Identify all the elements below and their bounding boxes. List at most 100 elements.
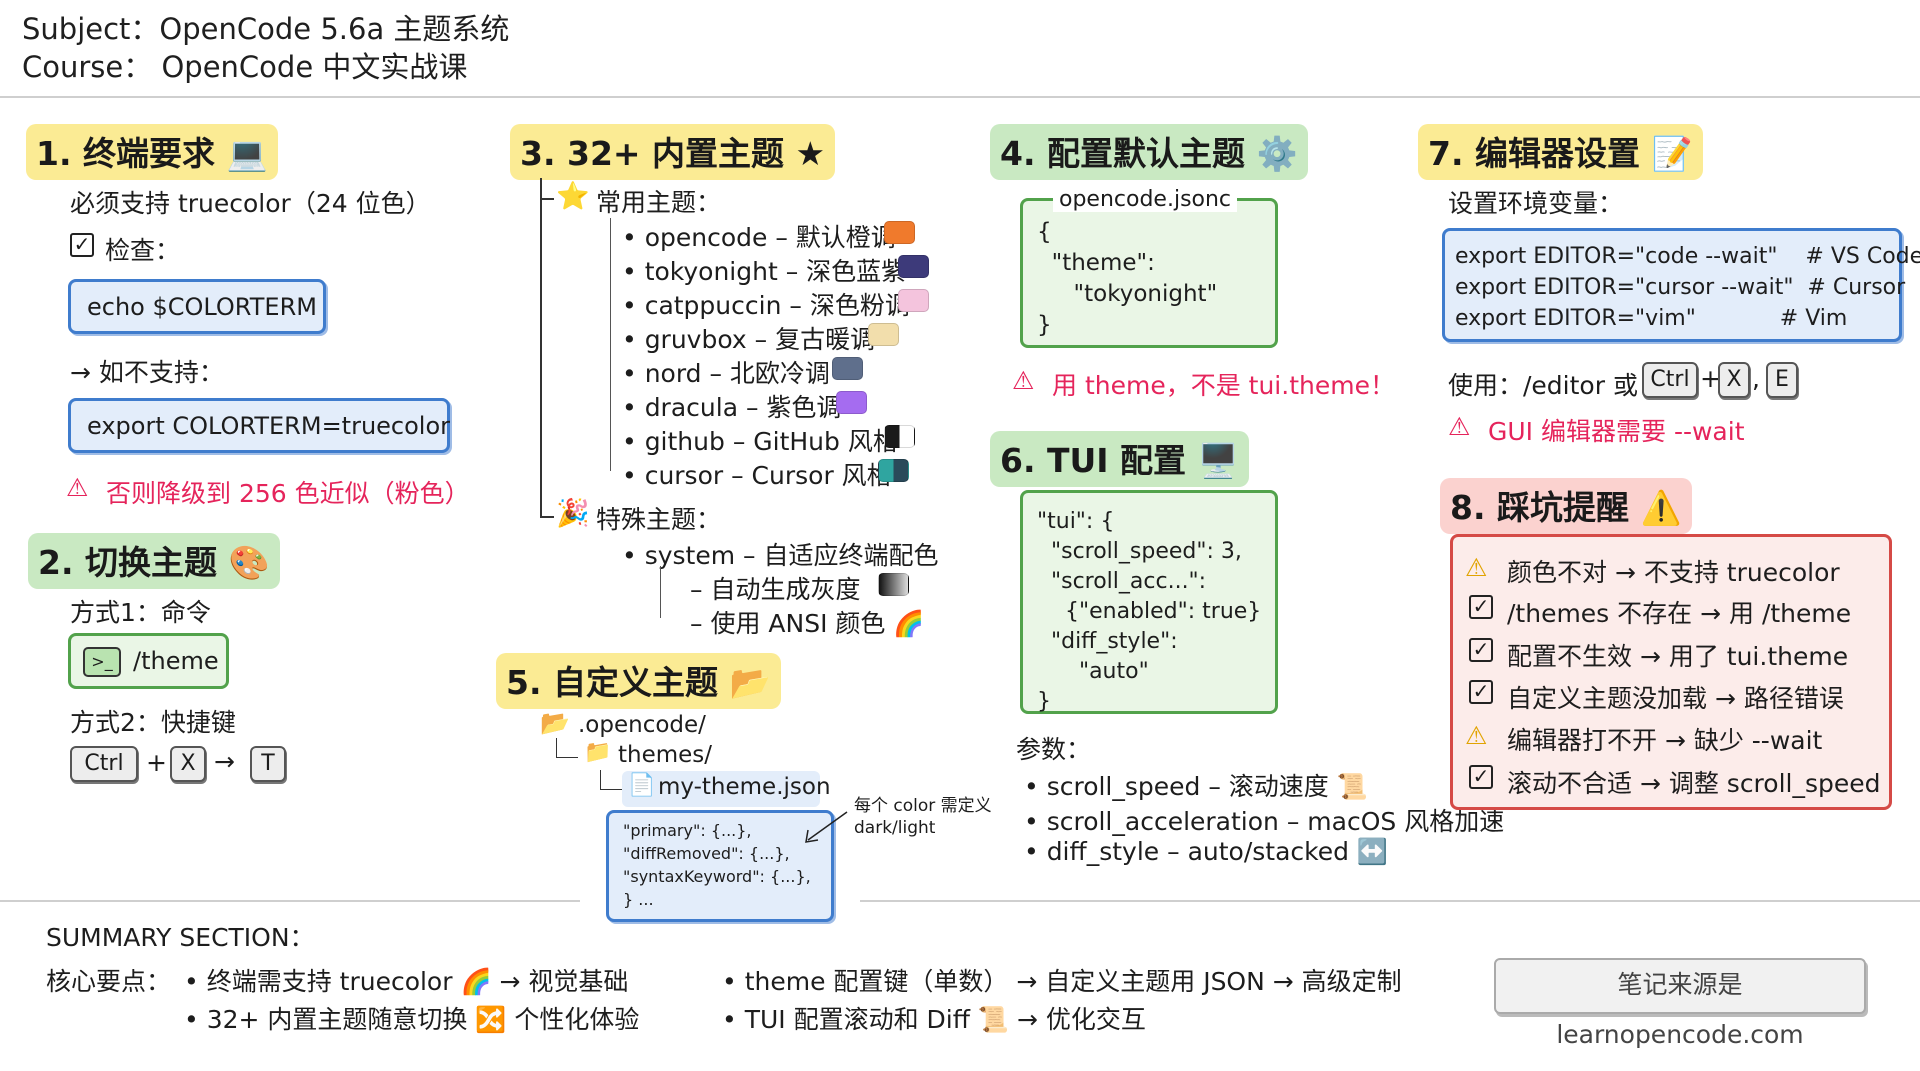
- theme-item: • cursor – Cursor 风格: [622, 461, 892, 490]
- plus-sign: +: [1700, 364, 1721, 393]
- section-5-title: 5. 自定义主题 📂: [496, 653, 781, 709]
- section-2-title: 2. 切换主题 🎨: [28, 533, 280, 589]
- folder-tree-branch: [556, 757, 578, 758]
- param-item: • scroll_speed – 滚动速度 📜: [1024, 772, 1368, 801]
- check-icon: ✓: [1469, 680, 1493, 704]
- truecolor-requirement: 必须支持 truecolor（24 位色）: [70, 189, 431, 218]
- theme-json-file: my-theme.json: [658, 774, 831, 800]
- themes-folder: themes/: [618, 742, 713, 768]
- theme-swatch: [832, 357, 863, 380]
- theme-config-code: { "theme": "tokyonight" }: [1037, 219, 1218, 338]
- check-label: 检查：: [105, 236, 181, 265]
- theme-json-code: "primary": {...}, "diffRemoved": {...}, …: [623, 821, 811, 909]
- section-8-title: 8. 踩坑提醒 ⚠️: [1440, 478, 1692, 534]
- warning-icon: ⚠: [1012, 366, 1035, 395]
- plus-sign: +: [146, 748, 167, 777]
- section-3-title: 3. 32+ 内置主题 ★: [510, 124, 836, 180]
- pitfall-item: 颜色不对 → 不支持 truecolor: [1507, 558, 1840, 587]
- theme-swatch: [884, 425, 915, 448]
- folder-icon: 📂: [540, 709, 570, 737]
- section-1-title: 1. 终端要求 💻: [26, 124, 278, 180]
- way1-label: 方式1：命令: [70, 598, 211, 627]
- source-badge: 笔记来源是 learnopencode.com: [1494, 958, 1866, 1049]
- system-subtree-line: [660, 566, 661, 618]
- header-divider: [0, 96, 1920, 98]
- key-x: X: [1718, 362, 1750, 398]
- theme-swatch: [898, 255, 929, 278]
- key-ctrl: Ctrl: [70, 746, 138, 782]
- section-6-title: 6. TUI 配置 🖥️: [990, 431, 1249, 487]
- theme-item: • tokyonight – 深色蓝紫: [622, 257, 907, 286]
- file-icon: 📄: [628, 773, 656, 798]
- note-arrow: [805, 811, 848, 843]
- course-line: Course： OpenCode 中文实战课: [22, 50, 468, 84]
- star-icon: ⭐: [556, 181, 590, 212]
- subject-line: Subject：OpenCode 5.6a 主题系统: [22, 12, 510, 46]
- file-highlight: [622, 771, 820, 807]
- folder-tree-line: [600, 770, 601, 790]
- theme-item: • gruvbox – 复古暖调: [622, 325, 876, 354]
- theme-item: • opencode – 默认橙调: [622, 223, 896, 252]
- pitfall-item: 自定义主题没加载 → 路径错误: [1507, 684, 1844, 713]
- system-sub-grayscale: – 自动生成灰度: [690, 575, 861, 604]
- system-theme: • system – 自适应终端配色: [622, 541, 939, 570]
- opencode-jsonc-box: opencode.jsonc { "theme": "tokyonight" }: [1020, 187, 1278, 348]
- grayscale-swatch: [878, 573, 909, 596]
- theme-item: • github – GitHub 风格: [622, 427, 898, 456]
- params-label: 参数：: [1016, 735, 1092, 764]
- pitfall-item: /themes 不存在 → 用 /theme: [1507, 599, 1852, 628]
- section-7-title: 7. 编辑器设置 📝: [1418, 124, 1703, 180]
- colorterm-command: echo $COLORTERM: [87, 293, 317, 321]
- folder-icon: 📁: [584, 740, 612, 765]
- param-item: • scroll_acceleration – macOS 风格加速: [1024, 807, 1505, 836]
- summary-divider: [860, 900, 1920, 902]
- party-popper-icon: 🎉: [556, 498, 590, 529]
- summary-point: • TUI 配置滚动和 Diff 📜 → 优化交互: [722, 1005, 1146, 1034]
- export-colorterm-box: export COLORTERM=truecolor: [68, 398, 450, 453]
- env-label: 设置环境变量：: [1448, 189, 1624, 218]
- editor-export-code: export EDITOR="code --wait" # VS Code ex…: [1455, 244, 1920, 331]
- special-themes-label: 特殊主题：: [596, 505, 722, 534]
- warning-icon: ⚠: [1465, 721, 1488, 750]
- export-colorterm-command: export COLORTERM=truecolor: [87, 412, 451, 440]
- theme-command-box: >_ /theme: [68, 633, 229, 689]
- key-e: E: [1766, 362, 1798, 398]
- theme-item: • nord – 北欧冷调: [622, 359, 830, 388]
- tree-line: [540, 178, 542, 516]
- folder-tree-branch: [600, 789, 622, 790]
- theme-item: • dracula – 紫色调: [622, 393, 842, 422]
- tui-config-box: "tui": { "scroll_speed": 3, "scroll_acc.…: [1020, 490, 1278, 714]
- key-ctrl: Ctrl: [1642, 362, 1698, 398]
- summary-point: • 32+ 内置主题随意切换 🔀 个性化体验: [184, 1005, 640, 1034]
- key-points-label: 核心要点：: [46, 967, 172, 996]
- theme-command: /theme: [133, 647, 219, 675]
- tree-branch: [540, 516, 554, 518]
- terminal-prompt-icon: >_: [83, 647, 121, 677]
- check-icon: ✓: [70, 233, 94, 257]
- arrow-sign: →: [214, 747, 235, 776]
- summary-point: • theme 配置键（单数） → 自定义主题用 JSON → 高级定制: [722, 967, 1402, 996]
- theme-key-warning: 用 theme，不是 tui.theme！: [1052, 371, 1395, 400]
- system-sub-ansi: – 使用 ANSI 颜色 🌈: [690, 609, 925, 638]
- pitfalls-box: ⚠ 颜色不对 → 不支持 truecolor ✓ /themes 不存在 → 用…: [1450, 534, 1892, 810]
- pitfall-item: 编辑器打不开 → 缺少 --wait: [1507, 726, 1823, 755]
- param-item: • diff_style – auto/stacked ↔️: [1024, 837, 1389, 866]
- check-icon: ✓: [1469, 595, 1493, 619]
- config-file-name: opencode.jsonc: [1053, 187, 1238, 212]
- common-themes-label: 常用主题：: [596, 188, 722, 217]
- subtree-line: [610, 218, 611, 471]
- theme-swatch: [884, 221, 915, 244]
- fallback-warning: 否则降级到 256 色近似（粉色）: [106, 479, 470, 508]
- editor-export-box: export EDITOR="code --wait" # VS Code ex…: [1442, 228, 1920, 342]
- theme-swatch: [898, 289, 929, 312]
- folder-tree-line: [556, 738, 557, 758]
- key-t: T: [250, 746, 286, 782]
- comma-sign: ,: [1752, 364, 1760, 393]
- tree-branch: [540, 198, 554, 200]
- tui-config-code: "tui": { "scroll_speed": 3, "scroll_acc.…: [1037, 509, 1262, 714]
- theme-swatch: [878, 459, 909, 482]
- color-note: 每个 color 需定义 dark/light: [854, 796, 992, 838]
- summary-point: • 终端需支持 truecolor 🌈 → 视觉基础: [184, 967, 629, 996]
- summary-divider: [0, 900, 580, 902]
- not-supported-label: → 如不支持：: [70, 358, 224, 387]
